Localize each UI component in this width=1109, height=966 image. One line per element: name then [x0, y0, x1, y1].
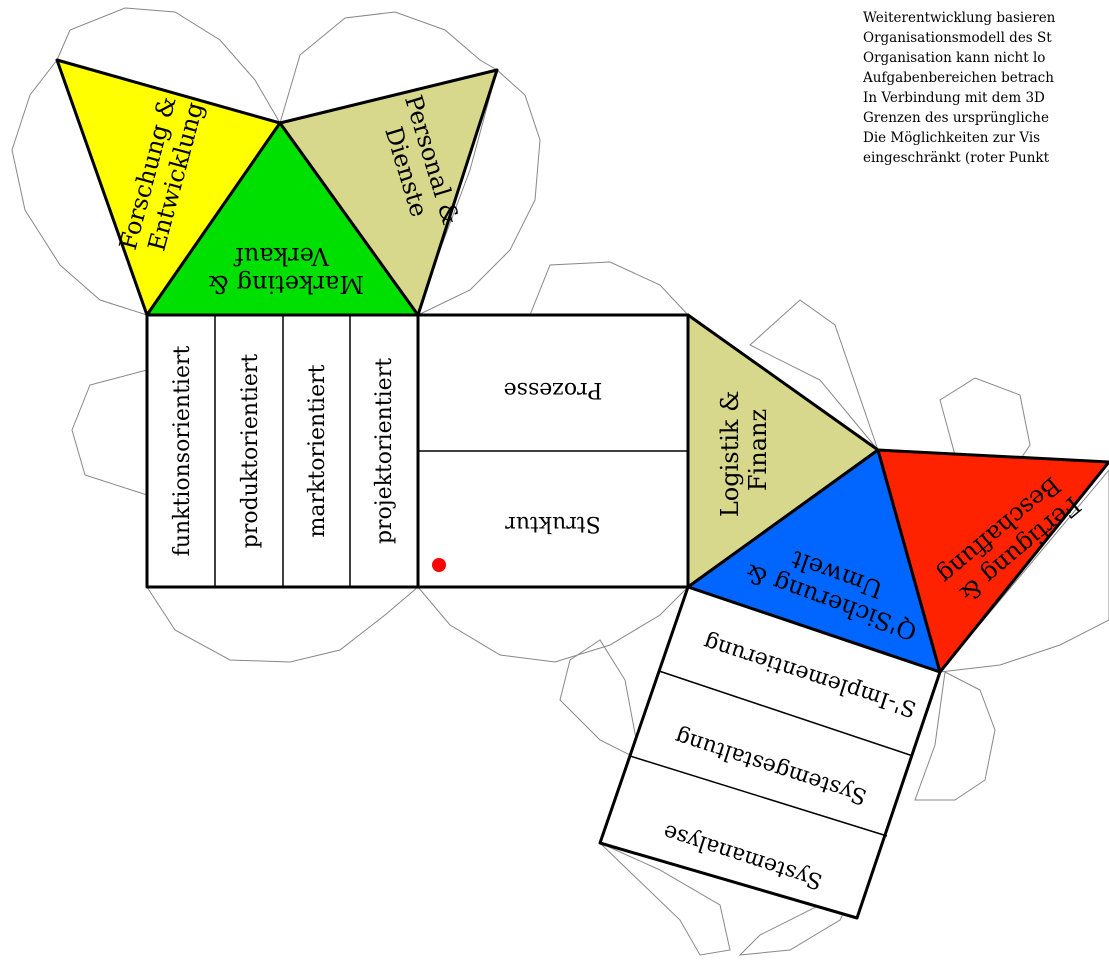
strip-divider [658, 670, 914, 757]
red-marker-dot [432, 558, 446, 572]
guide-left-tab [71, 369, 148, 496]
column-label-funktionsorientiert: funktionsorientiert [170, 346, 195, 557]
triangle-logistik-line2: Finanz [744, 409, 772, 491]
triangle-fertigung-face [876, 448, 1109, 674]
triangle-personal-face [278, 68, 499, 317]
description-line: eingeschränkt (roter Punkt [863, 150, 1049, 166]
description-line: In Verbindung mit dem 3D [863, 90, 1045, 106]
column-label-marktorientiert: marktorientiert [305, 364, 330, 537]
guide-strip-right [914, 671, 996, 801]
guide-outlines [11, 7, 1109, 956]
guide-bottom-left [146, 586, 420, 663]
strip-frame [598, 585, 942, 920]
guide-square-tab [529, 261, 690, 316]
description-line: Organisation kann nicht lo [863, 50, 1046, 66]
guide-strip-left [559, 639, 641, 761]
description-line: Grenzen des ursprüngliche [863, 110, 1049, 126]
triangle-logistik-line1: Logistik & [716, 391, 744, 518]
column-label-produktorientiert: produktorientiert [238, 354, 263, 549]
guide-bottom-right [416, 586, 690, 663]
description-line: Organisationsmodell des St [863, 30, 1052, 46]
orientation-columns: funktionsorientiert produktorientiert ma… [145, 313, 420, 589]
triangle-marketing-line1: Marketing & [208, 270, 364, 298]
square-label-struktur: Struktur [505, 511, 601, 536]
triangle-forschung: Forschung & Entwicklung [55, 58, 282, 317]
description-line: Aufgabenbereichen betrach [863, 70, 1054, 86]
strip-divider [629, 755, 888, 837]
guide-logistik-tab [749, 299, 879, 451]
triangle-logistik-label: Logistik & Finanz [716, 383, 772, 517]
column-label-projektorientiert: projektorientiert [372, 358, 397, 544]
guide-fertigung-tab [939, 377, 1031, 461]
system-phase-strip: S'-Implementierung Systemgestaltung Syst… [598, 585, 942, 920]
triangle-marketing-label: Marketing & Verkauf [200, 242, 364, 298]
process-structure-square: Prozesse Struktur [416, 313, 690, 589]
description-line: Die Möglichkeiten zur Vis [863, 130, 1041, 146]
triangle-personal: Personal & Dienste [278, 68, 499, 317]
guide-right-side [417, 69, 541, 316]
square-label-prozesse: Prozesse [504, 377, 603, 402]
description-line: Weiterentwicklung basieren [863, 10, 1056, 26]
guide-strip-bottom [599, 842, 731, 956]
triangle-marketing-line2: Verkauf [233, 242, 330, 270]
description-text: Weiterentwicklung basieren Organisations… [863, 8, 1109, 168]
